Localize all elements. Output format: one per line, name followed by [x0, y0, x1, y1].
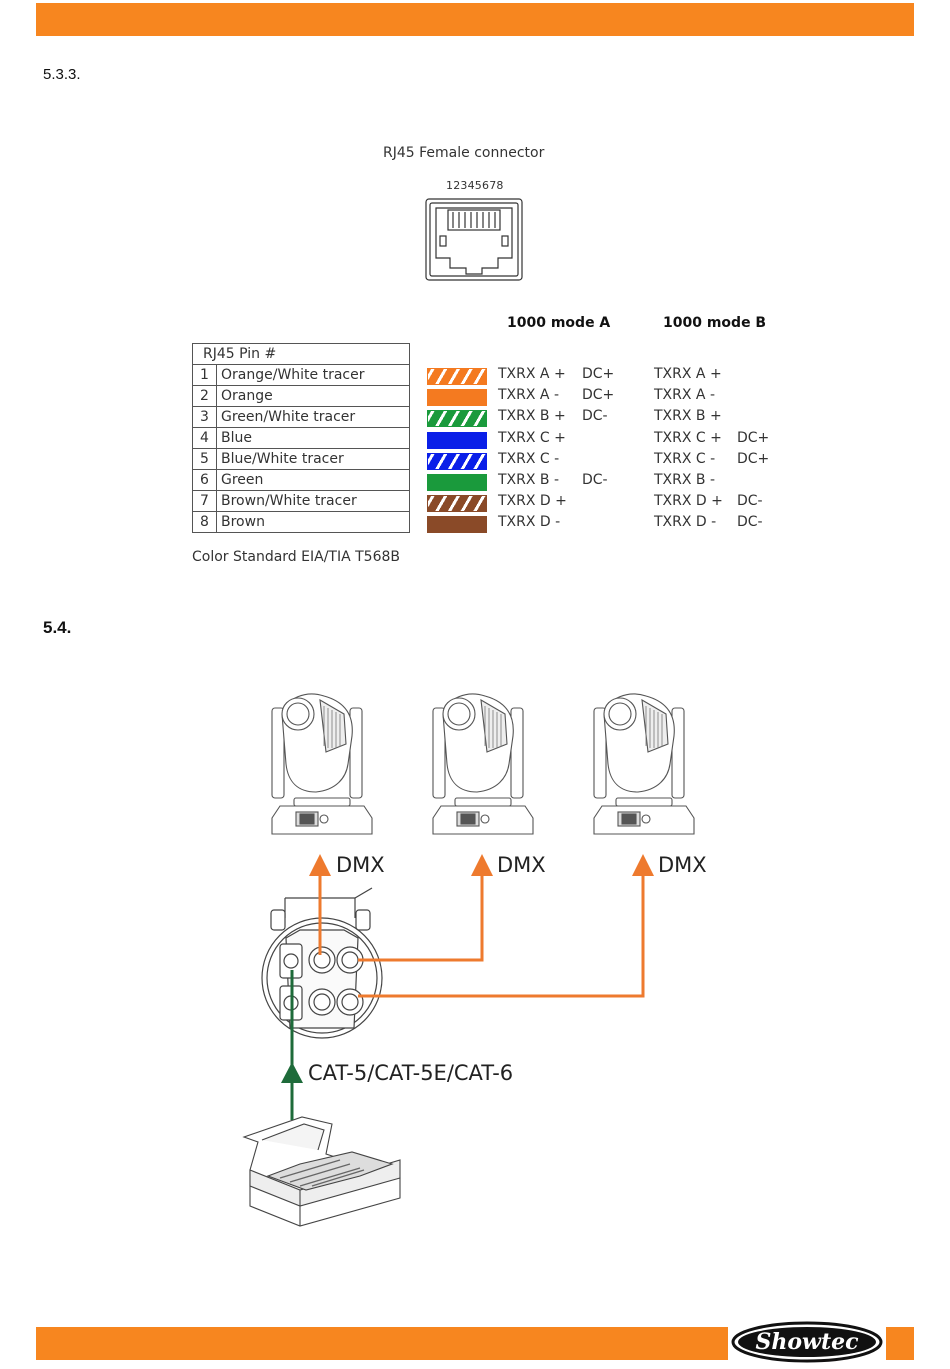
- wire-swatch: [427, 495, 487, 512]
- mode-b-signal: TXRX A -: [654, 387, 715, 403]
- dmx-line-3: [358, 876, 645, 998]
- dmx-arrow-1: [309, 854, 331, 876]
- mode-a-signal: TXRX B +: [498, 408, 566, 424]
- dmx-arrow-2: [471, 854, 493, 876]
- mode-a-dc: DC+: [582, 366, 615, 382]
- mode-a-signal: TXRX D +: [498, 493, 567, 509]
- logo-text: Showtec: [755, 1329, 859, 1355]
- wire-color: Brown/White tracer: [216, 490, 410, 512]
- mode-a-signal: TXRX B -: [498, 472, 560, 488]
- mode-a-signal: TXRX A +: [498, 366, 566, 382]
- connector-caption: RJ45 Female connector: [383, 145, 545, 161]
- mode-b-signal: TXRX B +: [654, 408, 722, 424]
- mode-b-signal: TXRX B -: [654, 472, 716, 488]
- mode-b-dc: DC-: [737, 493, 763, 509]
- mode-a-dc: DC-: [582, 408, 608, 424]
- cat-arrow: [281, 1062, 303, 1083]
- fixture-1: [271, 693, 373, 835]
- mode-a-header: 1000 mode A: [507, 315, 611, 331]
- wire-swatch: [427, 474, 487, 491]
- mode-a-dc: DC+: [582, 387, 615, 403]
- showtec-logo: Showtec: [728, 1318, 886, 1366]
- fixture-2: [432, 693, 534, 835]
- color-standard-note: Color Standard EIA/TIA T568B: [192, 549, 400, 565]
- header-bar: [36, 3, 914, 36]
- mode-b-dc: DC+: [737, 430, 770, 446]
- lighting-console: [242, 1116, 401, 1227]
- mode-b-signal: TXRX C -: [654, 451, 716, 467]
- dmx-label-2: DMX: [497, 853, 546, 877]
- mode-b-header: 1000 mode B: [663, 315, 767, 331]
- network-node: [261, 887, 383, 1039]
- section-heading-54: 5.4.: [43, 618, 72, 637]
- section-heading-533: 5.3.3.: [43, 66, 81, 83]
- wire-swatch: [427, 432, 487, 449]
- wire-swatch: [427, 368, 487, 385]
- dmx-label-3: DMX: [658, 853, 707, 877]
- dmx-line-2: [358, 876, 484, 962]
- mode-a-signal: TXRX C +: [498, 430, 566, 446]
- mode-b-dc: DC-: [737, 514, 763, 530]
- mode-a-signal: TXRX A -: [498, 387, 559, 403]
- mode-b-signal: TXRX D -: [654, 514, 717, 530]
- mode-b-signal: TXRX C +: [654, 430, 722, 446]
- mode-a-signal: TXRX D -: [498, 514, 561, 530]
- wire-swatch: [427, 516, 487, 533]
- mode-b-signal: TXRX D +: [654, 493, 723, 509]
- dmx-arrow-3: [632, 854, 654, 876]
- wire-swatch: [427, 389, 487, 406]
- cable-type-label: CAT-5/CAT-5E/CAT-6: [308, 1061, 514, 1085]
- mode-a-dc: DC-: [582, 472, 608, 488]
- mode-b-signal: TXRX A +: [654, 366, 722, 382]
- wire-color: Green/White tracer: [216, 406, 410, 428]
- wire-color: Brown: [216, 511, 410, 533]
- wire-swatch: [427, 410, 487, 427]
- wire-color: Blue: [216, 427, 410, 449]
- connector-pin-numbers: 12345678: [446, 179, 504, 192]
- dmx-label-1: DMX: [336, 853, 385, 877]
- fixture-3: [593, 693, 695, 835]
- wire-swatch: [427, 453, 487, 470]
- mode-a-signal: TXRX C -: [498, 451, 560, 467]
- mode-b-dc: DC+: [737, 451, 770, 467]
